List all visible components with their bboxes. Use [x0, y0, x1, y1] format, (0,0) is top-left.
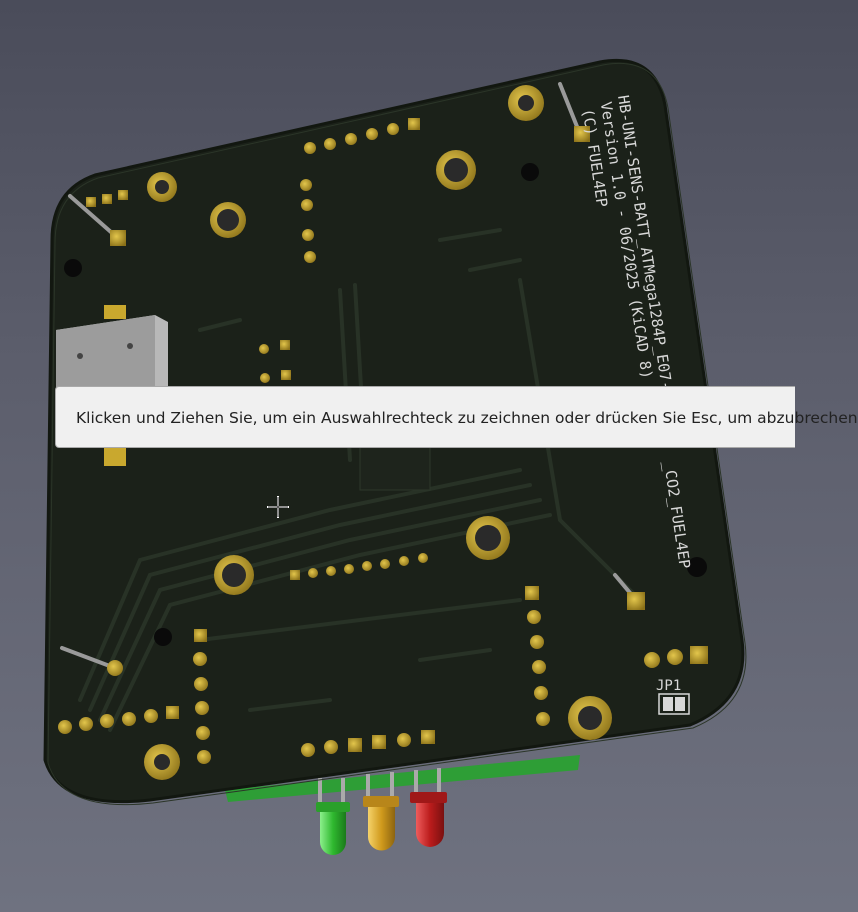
- pin-header-left-vertical: [86, 179, 316, 383]
- jumper-label: JP1: [656, 678, 681, 694]
- led-green: [316, 778, 350, 855]
- pcb-3d-viewport[interactable]: HB-UNI-SENS-BATT_ATMega1284P_E07-900 Ver…: [0, 0, 785, 912]
- led-yellow: [363, 772, 399, 851]
- status-tooltip: Klicken und Ziehen Sie, um ein Auswahlre…: [55, 386, 858, 448]
- usb-connector: [56, 305, 168, 466]
- pin-header-left-bottom: [58, 629, 211, 764]
- jumper-pads: [644, 646, 708, 715]
- led-red: [410, 768, 447, 847]
- wire-pads: [107, 126, 645, 676]
- pin-header-right-vertical: [525, 586, 550, 726]
- led-strip-pcb: [225, 755, 580, 802]
- mounting-holes: [64, 85, 707, 780]
- pin-header-middle: [290, 553, 428, 580]
- pin-header-bottom: [301, 730, 435, 757]
- crosshair-icon: [267, 496, 289, 518]
- pin-header-top: [304, 118, 420, 154]
